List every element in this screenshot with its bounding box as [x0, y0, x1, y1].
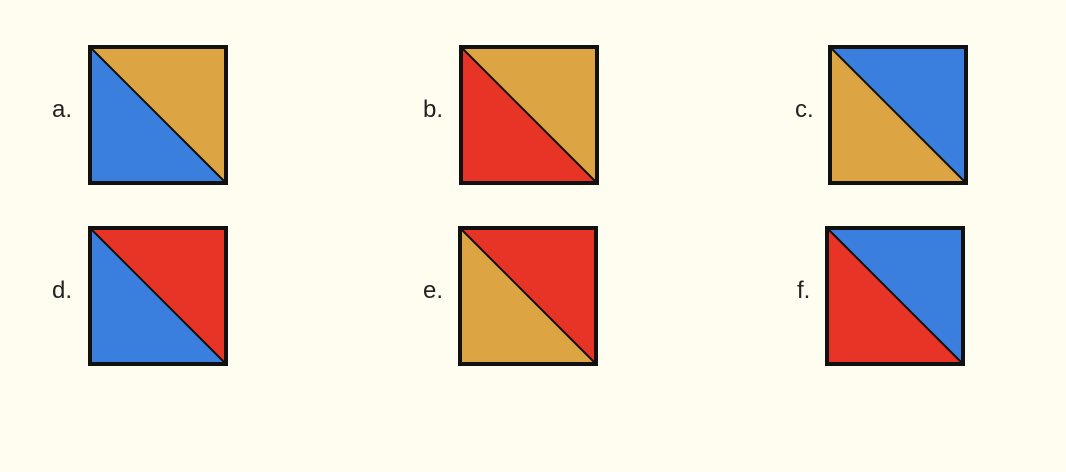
- tile-border: [88, 45, 228, 185]
- option-label: d.: [52, 277, 73, 304]
- option-a[interactable]: a.: [52, 45, 292, 185]
- diagonal-line: [89, 227, 227, 365]
- diagonal-line: [829, 46, 967, 184]
- option-label: b.: [423, 96, 444, 123]
- option-label: f.: [797, 277, 811, 304]
- option-e[interactable]: e.: [423, 226, 663, 366]
- option-label: a.: [52, 96, 73, 123]
- triangle-tile: [88, 226, 228, 366]
- tile-border: [88, 226, 228, 366]
- triangle-tile: [825, 226, 965, 366]
- diagonal-line: [89, 46, 227, 184]
- diagonal-line: [459, 227, 597, 365]
- diagonal-line: [460, 46, 598, 184]
- triangle-tile: [828, 45, 968, 185]
- option-label: c.: [795, 96, 814, 123]
- option-f[interactable]: f.: [797, 226, 1037, 366]
- option-c[interactable]: c.: [795, 45, 1035, 185]
- diagonal-line: [826, 227, 964, 365]
- tile-border: [458, 226, 598, 366]
- triangle-tile: [88, 45, 228, 185]
- option-b[interactable]: b.: [423, 45, 663, 185]
- tile-border: [459, 45, 599, 185]
- triangle-tile: [459, 45, 599, 185]
- triangle-tile: [458, 226, 598, 366]
- option-label: e.: [423, 277, 444, 304]
- tile-border: [828, 45, 968, 185]
- option-d[interactable]: d.: [52, 226, 292, 366]
- tile-border: [825, 226, 965, 366]
